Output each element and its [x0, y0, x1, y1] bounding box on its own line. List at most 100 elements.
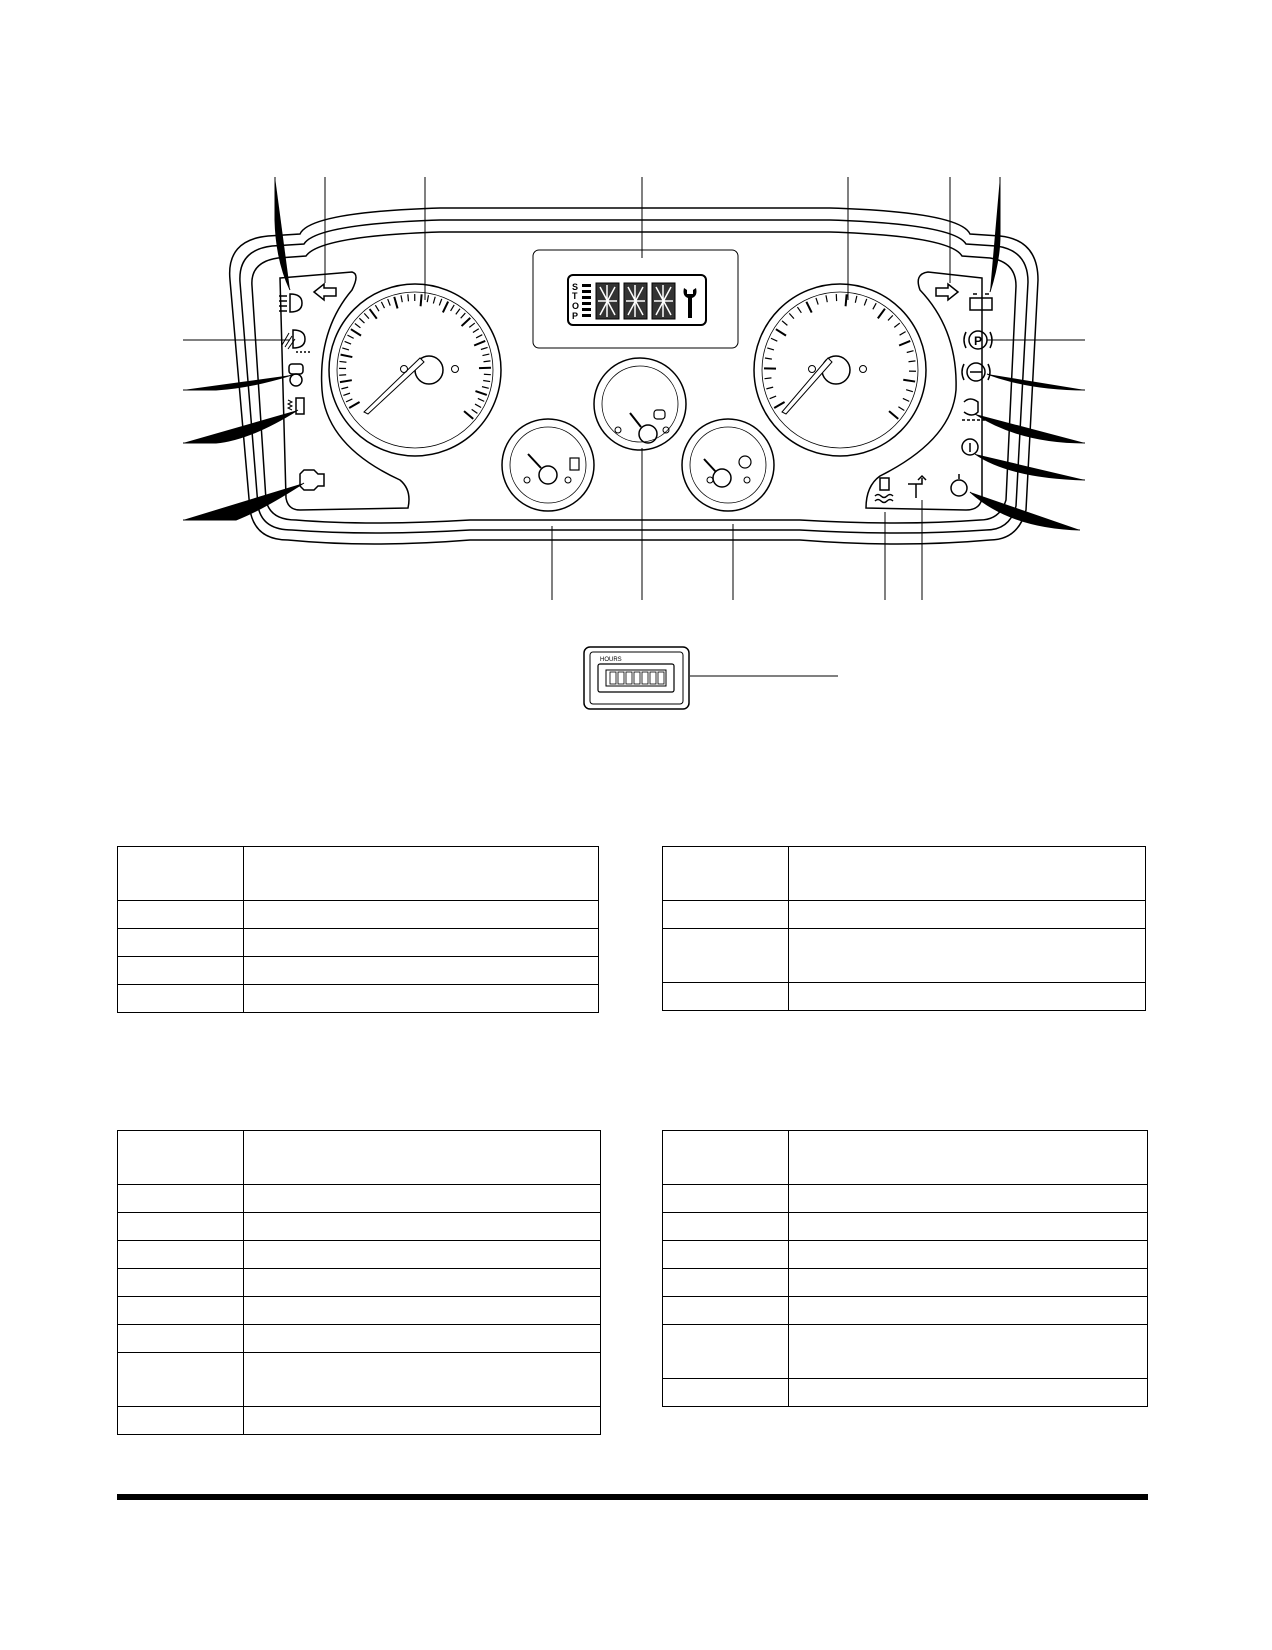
table-row — [117, 1352, 601, 1407]
brake-icon — [961, 362, 991, 382]
tachometer-dial — [753, 283, 927, 457]
leader-top-7 — [989, 177, 1001, 293]
table-cell-key — [662, 1130, 789, 1185]
trailer-icon — [288, 363, 304, 387]
dial-tick — [358, 317, 365, 324]
dial-tick — [480, 346, 488, 351]
table-cell-key — [117, 846, 244, 901]
table-cell-description — [243, 1352, 601, 1407]
turn-left-icon — [312, 282, 337, 302]
table-cell-description — [788, 1268, 1148, 1297]
headlight-icon — [279, 293, 303, 313]
range-icon — [908, 474, 927, 498]
dial-tick — [893, 322, 901, 328]
table-cell-description — [243, 928, 599, 957]
table-cell-key — [117, 1240, 244, 1269]
dial-tick — [374, 304, 380, 312]
dial-tick — [898, 406, 905, 411]
dial-tick — [906, 350, 914, 354]
table-row — [117, 1240, 601, 1269]
dial-tick — [441, 301, 450, 313]
dial-tick — [764, 357, 772, 360]
table-cell-key — [117, 900, 244, 929]
table-cell-description — [243, 1130, 601, 1185]
dial-tick — [340, 353, 353, 359]
dial-tick — [419, 294, 423, 307]
table-row — [662, 982, 1146, 1011]
fuel-gauge — [501, 418, 595, 512]
table-cell-key — [662, 982, 789, 1011]
dial-tick — [764, 377, 772, 380]
dial-tick — [769, 395, 777, 400]
table-cell-description — [788, 1212, 1148, 1241]
dial-tick — [342, 347, 350, 351]
lcd-display: S T O P — [532, 249, 739, 349]
dial-tick — [348, 401, 361, 409]
table-row — [117, 1406, 601, 1435]
table-cell-description — [243, 1212, 601, 1241]
dial-tick — [475, 390, 488, 396]
table-row — [662, 1268, 1148, 1297]
dial-tick — [471, 408, 478, 414]
dial-tick — [407, 294, 410, 302]
dial-tick — [483, 379, 491, 383]
table-cell-key — [662, 1240, 789, 1269]
table-row — [117, 1268, 601, 1297]
table-cell-description — [243, 1240, 601, 1269]
table-row — [662, 1296, 1148, 1325]
dial-tick — [767, 347, 775, 351]
hourmeter: HOURS — [583, 646, 690, 710]
legend-table-2 — [662, 846, 1146, 1011]
dial-tick — [393, 296, 399, 309]
table-row — [117, 900, 599, 929]
table-cell-description — [243, 846, 599, 901]
dial-tick — [460, 312, 466, 319]
table-cell-key — [117, 928, 244, 957]
dial-tick — [903, 378, 916, 383]
legend-table-3 — [117, 1130, 601, 1435]
dial-tick — [363, 313, 370, 320]
dial-tick — [483, 360, 491, 363]
leader-top-1 — [274, 177, 291, 291]
dial-tick — [481, 386, 489, 389]
table-row — [662, 1324, 1148, 1379]
instrument-panel-diagram: S T O P — [183, 177, 1086, 710]
table-row — [662, 846, 1146, 901]
wrench-icon — [683, 288, 697, 318]
dial-tick — [899, 331, 906, 336]
svg-text:S: S — [572, 282, 578, 292]
table-cell-key — [662, 1212, 789, 1241]
table-cell-key — [117, 1406, 244, 1435]
left-indicator-strip — [279, 271, 410, 511]
fog-light-icon — [281, 329, 311, 353]
dial-tick — [474, 403, 482, 409]
table-cell-description — [788, 1296, 1148, 1325]
dial-tick — [354, 323, 361, 329]
table-cell-key — [117, 956, 244, 985]
dial-tick — [475, 334, 483, 339]
table-cell-description — [243, 1268, 601, 1297]
info-icon — [961, 438, 979, 456]
water-in-fuel-icon — [874, 477, 894, 504]
dial-tick — [773, 401, 786, 409]
table-cell-key — [117, 1324, 244, 1353]
table-cell-key — [662, 928, 789, 983]
table-cell-description — [788, 1184, 1148, 1213]
transmission-temp-gauge — [681, 418, 775, 512]
table-cell-description — [243, 1184, 601, 1213]
table-cell-description — [243, 1406, 601, 1435]
dial-tick — [877, 308, 886, 319]
dial-tick — [450, 304, 455, 312]
dial-tick — [472, 328, 480, 334]
dial-tick — [825, 295, 828, 303]
legend-table-4 — [662, 1130, 1148, 1407]
dial-tick — [775, 328, 787, 337]
dial-tick — [380, 301, 386, 309]
leader-right-4 — [974, 453, 1086, 481]
table-cell-description — [788, 900, 1146, 929]
svg-text:P: P — [572, 311, 578, 321]
svg-text:T: T — [572, 291, 578, 301]
dial-tick — [905, 389, 914, 393]
table-cell-key — [117, 1296, 244, 1325]
dial-tick — [426, 295, 430, 303]
